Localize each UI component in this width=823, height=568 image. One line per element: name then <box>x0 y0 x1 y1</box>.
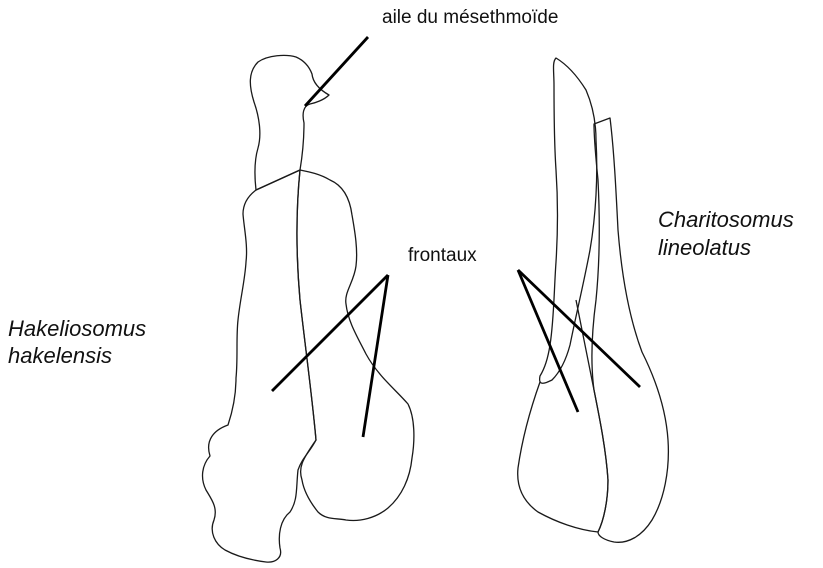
left-species-genus: Hakeliosomus <box>8 316 146 342</box>
right-frontal-bone-outline-b <box>592 118 669 542</box>
right-species-genus: Charitosomus <box>658 207 794 233</box>
frontals-leader-line-right-a <box>518 270 578 412</box>
right-frontal-bone-outline-a <box>540 58 597 383</box>
right-species-epithet: lineolatus <box>658 235 751 261</box>
mesethmoid-wing-label: aile du mésethmoïde <box>382 7 558 30</box>
left-frontal-bone-outline-a <box>203 170 316 562</box>
frontals-label: frontaux <box>408 245 477 268</box>
charitosomus-skull-roof <box>518 58 669 542</box>
mesethmoid-leader-line <box>305 37 368 106</box>
frontals-leader-line-right-b <box>518 270 640 387</box>
right-frontal-bone-outline-a-lower <box>518 300 608 532</box>
left-mesethmoid-wing-outline <box>250 55 329 190</box>
left-species-epithet: hakelensis <box>8 343 112 369</box>
left-frontal-bone-outline-b <box>297 170 414 521</box>
frontals-leader-line-left-a <box>272 275 388 391</box>
